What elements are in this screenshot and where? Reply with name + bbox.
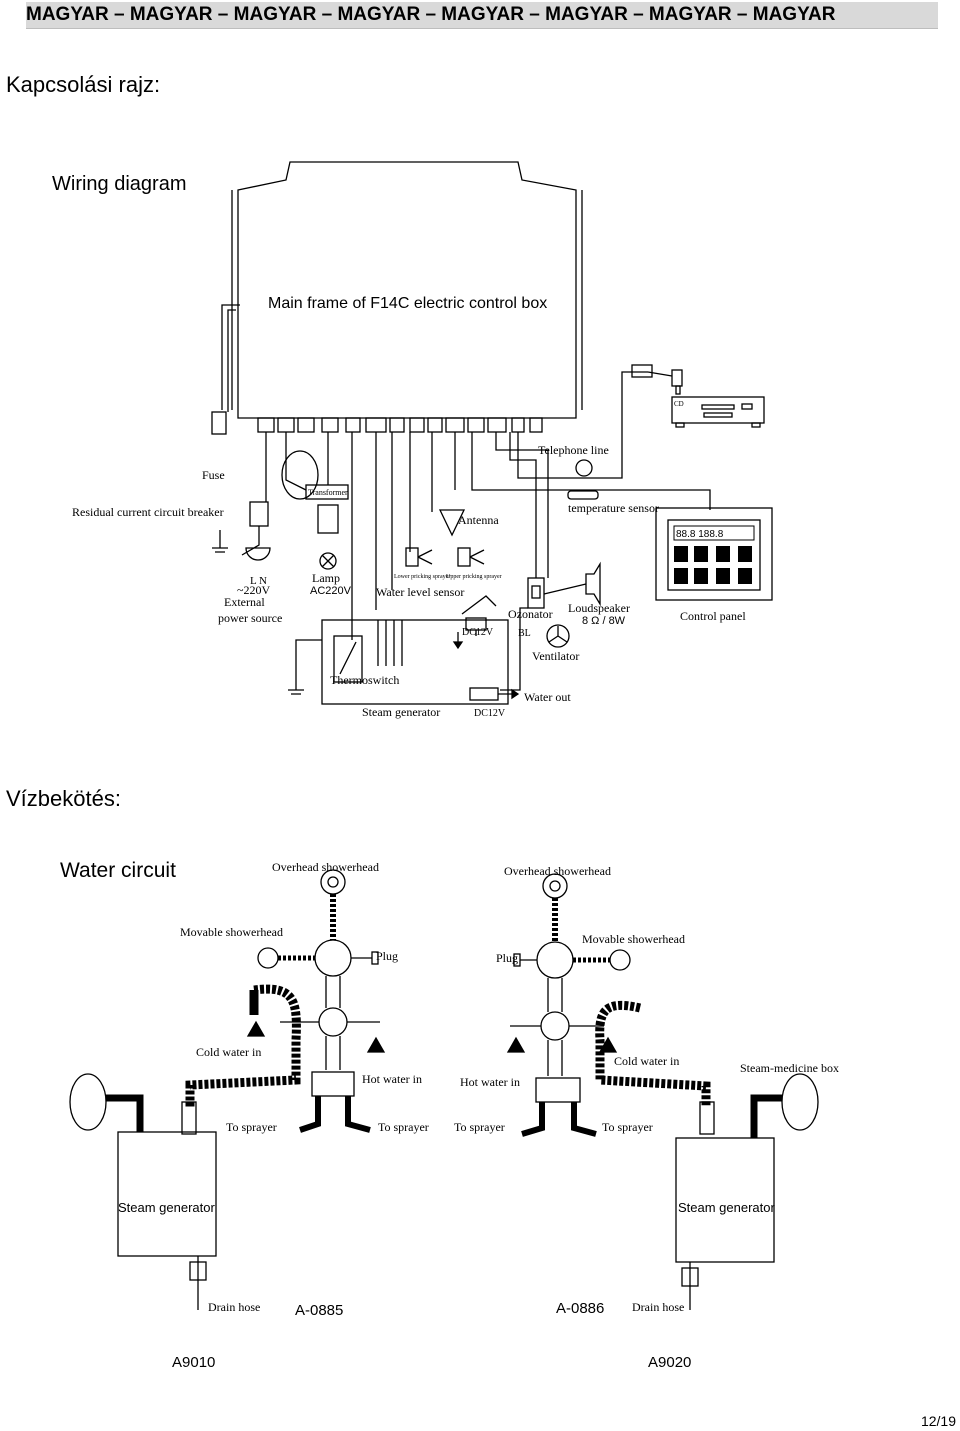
lamp-label: Lamp [312, 571, 340, 585]
right-sprayer-label-2: To sprayer [602, 1120, 653, 1134]
ozonator-label: Ozonator [508, 607, 553, 621]
right-cold-label: Cold water in [614, 1054, 679, 1068]
left-overhead-label: Overhead showerhead [272, 860, 379, 874]
wiring-diagram: Wiring diagram Main frame of F14C electr… [52, 161, 773, 719]
section-title-water: Vízbekötés: [6, 786, 121, 811]
transformer-label: Transformer [308, 488, 348, 497]
right-steam-generator [675, 1137, 775, 1263]
loudspeaker-label: Loudspeaker [568, 601, 630, 615]
lamp-voltage: AC220V [310, 585, 352, 597]
control-panel-box [655, 507, 773, 601]
page-header: MAGYAR – MAGYAR – MAGYAR – MAGYAR – MAGY… [26, 2, 938, 29]
antenna-symbol [438, 509, 466, 537]
water-circuit-diagram: Water circuit Overhead showerhead Movabl… [60, 859, 839, 1319]
bl-label: BL [518, 628, 531, 639]
right-code: A-0886 [556, 1300, 604, 1317]
fuse-symbol [211, 411, 227, 435]
steam-medicine-label: Steam-medicine box [740, 1061, 839, 1075]
left-movable-label: Movable showerhead [180, 925, 283, 939]
breaker-symbol [249, 501, 269, 527]
thermoswitch-label: Thermoswitch [330, 673, 399, 687]
water-out-label: Water out [524, 690, 571, 704]
right-drain-label: Drain hose [632, 1300, 684, 1314]
external-label: External [224, 595, 265, 609]
temp-sensor-label: temperature sensor [568, 501, 659, 515]
antenna-label: Antenna [458, 513, 499, 527]
upper-sprayer-label: Upper pricking sprayer [446, 574, 502, 580]
left-plug-label: Plug [376, 949, 398, 963]
page-number: 12/19 [920, 1413, 956, 1429]
loudspeaker-symbol [585, 561, 601, 607]
box-connectors [257, 417, 543, 433]
lower-sprayer-label: Lower pricking sprayer [394, 574, 450, 580]
right-overhead-label: Overhead showerhead [504, 864, 611, 878]
water-title: Water circuit [60, 859, 176, 882]
left-sprayer-label-2: To sprayer [378, 1120, 429, 1134]
panel-display: 88.8 188.8 [676, 529, 724, 540]
water-level-label: Water level sensor [376, 585, 464, 599]
steam-generator-box [321, 619, 509, 705]
fuse-label: Fuse [202, 468, 225, 482]
rccb-label: Residual current circuit breaker [72, 505, 224, 519]
cd-label: CD [674, 400, 684, 408]
ln-label: L N [250, 575, 267, 587]
left-steam-gen-label: Steam generator [118, 1200, 216, 1215]
ventilator-label: Ventilator [532, 649, 579, 663]
dc12v-label-b: DC12V [474, 708, 506, 719]
right-mixer-hub [536, 941, 574, 979]
left-cold-label: Cold water in [196, 1045, 261, 1059]
steam-generator-label: Steam generator [362, 705, 440, 719]
left-code: A-0885 [295, 1302, 343, 1319]
control-panel-label: Control panel [680, 609, 746, 623]
v220-label: ~220V [237, 583, 270, 597]
right-plug-label: Plug [496, 951, 518, 965]
power-source-label: power source [218, 611, 282, 625]
right-movable-label: Movable showerhead [582, 932, 685, 946]
model-left: A9010 [172, 1354, 216, 1371]
main-frame-label: Main frame of F14C electric control box [268, 295, 547, 312]
ventilator-symbol [546, 624, 570, 648]
left-mixer-hub [314, 939, 352, 977]
section-title-wiring: Kapcsolási rajz: [6, 72, 161, 97]
left-drain-label: Drain hose [208, 1300, 260, 1314]
left-hot-label: Hot water in [362, 1072, 422, 1086]
speaker-spec: 8 Ω / 8W [582, 615, 626, 627]
dc12v-label-a: DC12V [462, 627, 494, 638]
left-steam-generator [117, 1131, 217, 1257]
right-steam-gen-label: Steam generator [678, 1200, 776, 1215]
left-sprayer-label-1: To sprayer [226, 1120, 277, 1134]
right-sprayer-label-1: To sprayer [454, 1120, 505, 1134]
wiring-title: Wiring diagram [52, 173, 186, 195]
right-hot-label: Hot water in [460, 1075, 520, 1089]
control-box-outline [237, 161, 577, 419]
telephone-label: Telephone line [538, 443, 609, 457]
model-right: A9020 [648, 1354, 692, 1371]
cd-player [671, 396, 765, 424]
